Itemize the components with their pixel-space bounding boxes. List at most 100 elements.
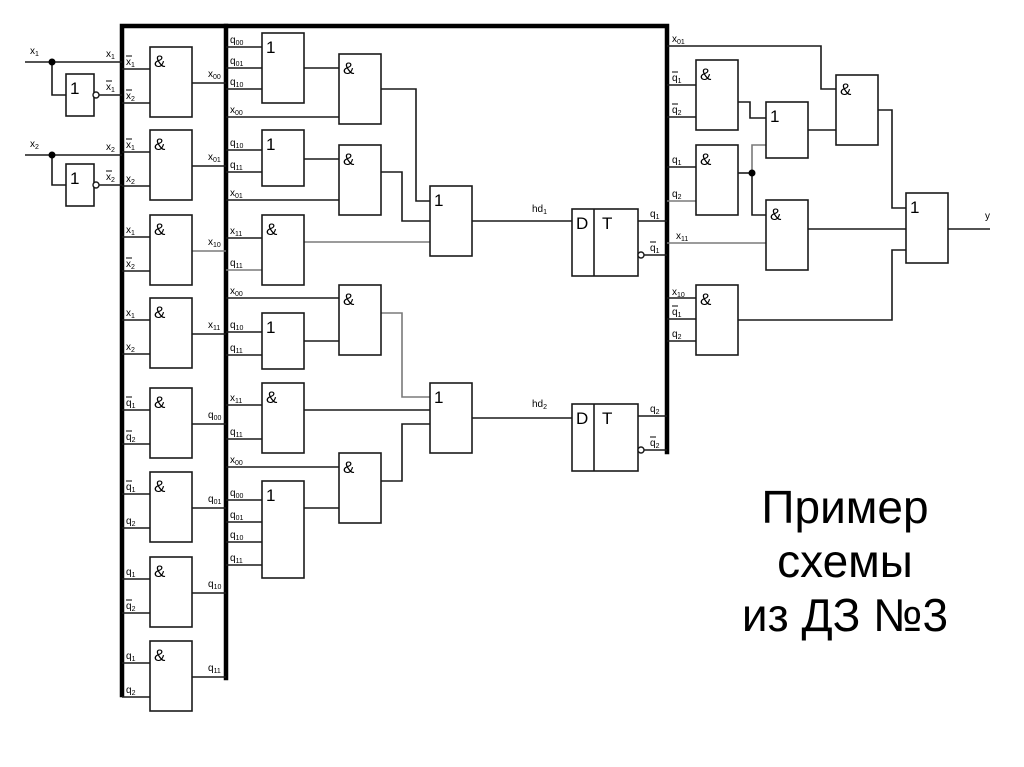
bus-label: x1 (106, 49, 115, 61)
flipflop-q-label: q2 (650, 404, 660, 416)
slide-caption: Пример схемы из ДЗ №3 (700, 480, 990, 642)
decoder-input-label: x1 (126, 57, 135, 69)
and-gate (338, 144, 382, 216)
gate-symbol: & (154, 220, 166, 239)
and-gate (765, 199, 809, 271)
gate-symbol: 1 (70, 169, 79, 188)
output-label: y (985, 211, 990, 222)
input-label: q2 (672, 189, 682, 201)
input-label: q01 (230, 510, 243, 522)
decoder-and-gate (149, 556, 193, 628)
flipflop-q-label: q1 (650, 209, 660, 221)
gate-symbol: & (154, 393, 166, 412)
input-label: x00 (230, 286, 243, 298)
input-label: q10 (230, 320, 243, 332)
input-label: x1 (30, 46, 39, 58)
inverter-input-wire (51, 62, 66, 96)
decoder-input-label: q1 (126, 567, 136, 579)
gate-symbol: & (154, 52, 166, 71)
decoder-input-label: q2 (126, 685, 136, 697)
input-label: q1 (672, 307, 682, 319)
or-gate (261, 480, 305, 579)
and-gate (261, 214, 305, 286)
wire (738, 249, 906, 321)
wire (667, 45, 836, 90)
decoder-output-label: x00 (208, 69, 221, 81)
gate-symbol: & (770, 205, 782, 224)
inversion-bubble (637, 446, 645, 454)
flipflop-t-symbol: T (602, 409, 612, 428)
and-gate (338, 452, 382, 524)
decoder-output-label: q01 (208, 494, 221, 506)
input-label: q11 (230, 258, 243, 270)
input-label: x2 (30, 139, 39, 151)
input-label: q11 (230, 343, 243, 355)
bus-label: x2 (106, 142, 115, 154)
or-gate (261, 312, 305, 370)
or-gate (429, 382, 473, 454)
wire (751, 144, 766, 173)
gate-symbol: & (343, 150, 355, 169)
flipflop-d-symbol: D (576, 409, 588, 428)
gate-symbol: 1 (266, 135, 275, 154)
input-label: q11 (230, 427, 243, 439)
decoder-input-label: x1 (126, 225, 135, 237)
decoder-input-label: x1 (126, 140, 135, 152)
gate-symbol: & (700, 65, 712, 84)
input-label: q00 (230, 488, 243, 500)
decoder-input-label: x2 (126, 174, 135, 186)
gate-symbol: & (154, 646, 166, 665)
inversion-bubble (92, 181, 100, 189)
decoder-and-gate (149, 46, 193, 118)
gate-symbol: 1 (434, 388, 443, 407)
input-label: x00 (230, 455, 243, 467)
wire (381, 88, 430, 202)
inversion-bubble (637, 251, 645, 259)
decoder-and-gate (149, 297, 193, 369)
wire (381, 171, 430, 222)
gate-symbol: & (343, 59, 355, 78)
and-gate (338, 284, 382, 356)
flipflop-input-label: hd1 (532, 204, 547, 216)
inverter-input-wire (51, 155, 66, 186)
gate-symbol: 1 (770, 107, 779, 126)
gate-symbol: & (700, 150, 712, 169)
input-label: x01 (230, 188, 243, 200)
and-gate (695, 144, 739, 216)
bus-label: x1 (106, 82, 115, 94)
or-gate (261, 32, 305, 104)
wire (878, 109, 906, 209)
input-label: q1 (672, 155, 682, 167)
and-gate (338, 53, 382, 125)
wire (738, 101, 766, 119)
decoder-input-label: x2 (126, 342, 135, 354)
decoder-input-label: x2 (126, 91, 135, 103)
gate-symbol: 1 (434, 191, 443, 210)
input-label: q10 (230, 77, 243, 89)
decoder-input-label: q2 (126, 516, 136, 528)
and-gate (695, 284, 739, 356)
junction-dot (748, 169, 756, 177)
gate-symbol: 1 (70, 79, 79, 98)
decoder-output-label: q10 (208, 579, 221, 591)
and-gate (695, 59, 739, 131)
bus-left-top-right (119, 23, 670, 698)
d-flipflop (571, 208, 639, 277)
gate-symbol: & (343, 290, 355, 309)
gate-symbol: & (154, 135, 166, 154)
input-label: x01 (672, 34, 685, 46)
decoder-and-gate (149, 640, 193, 712)
decoder-output-label: x01 (208, 152, 221, 164)
caption-line-2: схемы (777, 535, 913, 587)
input-label: x11 (230, 226, 242, 238)
decoder-and-gate (149, 214, 193, 286)
input-label: q11 (230, 160, 243, 172)
decoder-input-label: q1 (126, 398, 136, 410)
flipflop-qbar-label: q2 (650, 438, 660, 450)
gate-symbol: & (266, 388, 278, 407)
bus-label: x2 (106, 172, 115, 184)
decoder-input-label: q2 (126, 601, 136, 613)
